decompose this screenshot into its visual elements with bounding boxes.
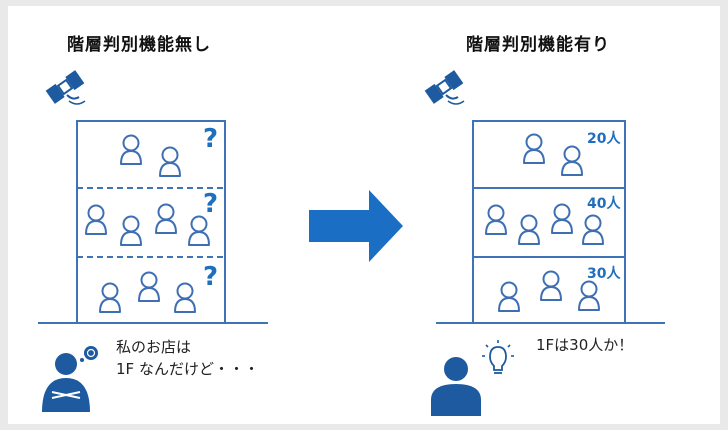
floor-count-label: 40人: [587, 196, 621, 212]
right-person-icon: [431, 357, 481, 416]
left-floor3-people: [120, 134, 181, 177]
unknown-count-mark: ?: [203, 189, 219, 219]
floor-count-label: 20人: [587, 131, 621, 147]
left-floor1-people: [99, 271, 196, 313]
lightbulb-icon: [482, 340, 514, 374]
left-person-icon: [42, 353, 90, 412]
unknown-count-mark: ?: [203, 124, 219, 154]
arrow-right-icon: [309, 190, 403, 262]
floor-count-label: 30人: [587, 266, 621, 282]
right-floor2-people: [485, 203, 604, 245]
unknown-count-mark: ?: [203, 262, 219, 292]
right-floor3-people: [523, 133, 583, 176]
left-satellite-icon: [44, 69, 86, 105]
right-floor1-people: [498, 270, 600, 312]
left-panel-title: 階層判別機能無し: [67, 35, 211, 55]
right-speech: 1Fは30人か！: [536, 336, 634, 354]
left-speech-line1: 私のお店は: [116, 338, 192, 356]
right-satellite-icon: [423, 69, 465, 105]
right-panel-title: 階層判別機能有り: [466, 35, 610, 55]
left-speech-line2: 1F なんだけど・・・: [116, 360, 259, 378]
left-floor2-people: [85, 203, 210, 246]
thought-bubble-icon: [80, 346, 98, 362]
